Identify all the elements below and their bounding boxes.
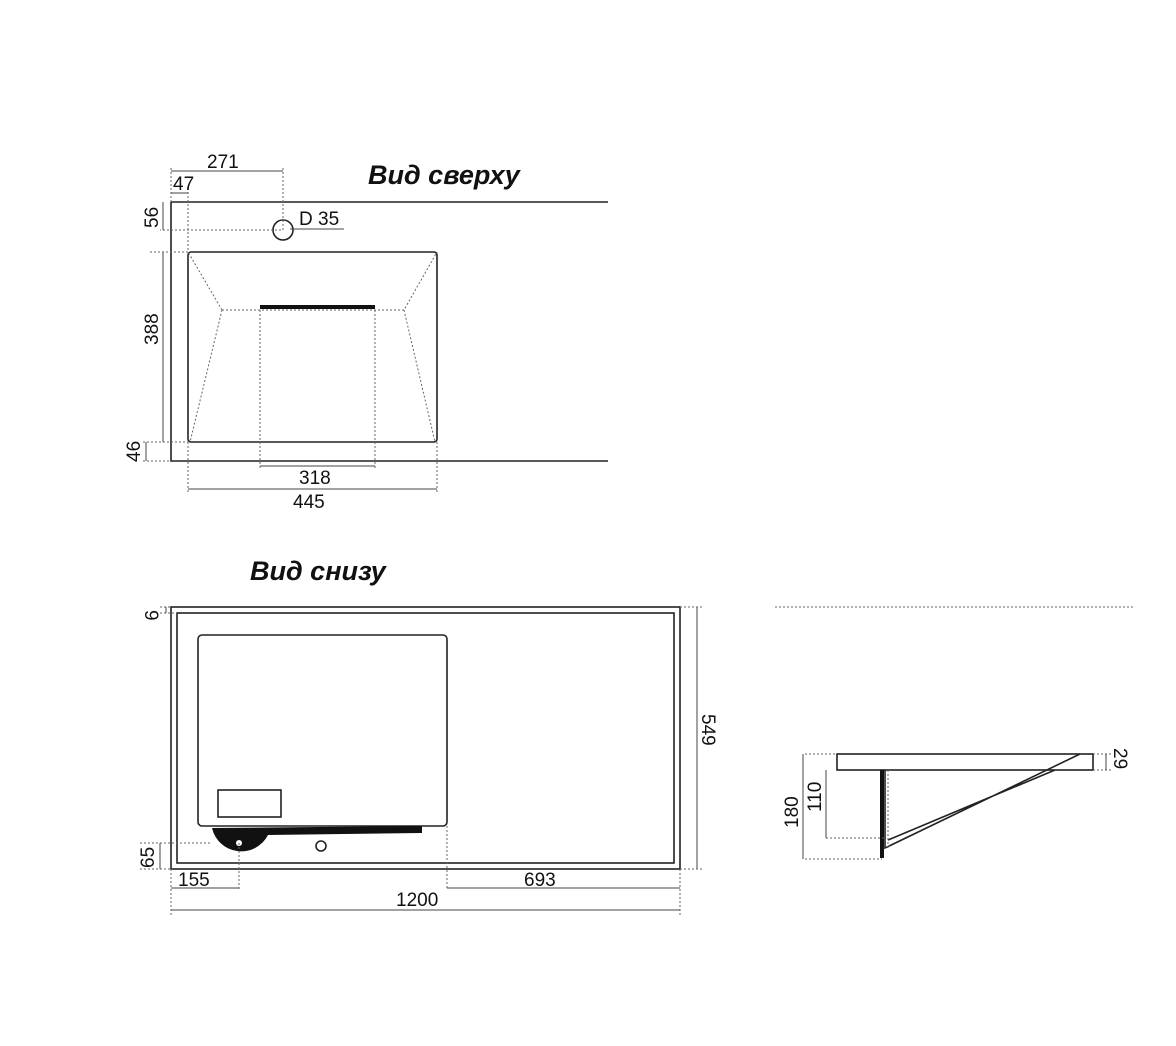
bottom-guides <box>140 606 448 890</box>
bottom-bowl-outline <box>197 634 448 827</box>
bottom-view: Вид снизу 9 549 65 155 693 1200 <box>138 556 718 915</box>
dim-693: 693 <box>524 870 556 891</box>
top-bowl-outer <box>187 251 438 443</box>
bottom-drain-pipe <box>212 826 422 852</box>
top-view: Вид сверху 271 47 56 D 35 388 46 318 445 <box>124 152 608 513</box>
top-countertop-outline <box>170 201 608 462</box>
dim-318: 318 <box>299 468 331 489</box>
bottom-faucet-hole <box>315 840 327 852</box>
bottom-outer-outline <box>170 606 681 870</box>
dim-271: 271 <box>207 152 239 173</box>
dim-9: 9 <box>140 610 161 621</box>
dim-110: 110 <box>805 782 826 812</box>
dim-180: 180 <box>782 796 803 828</box>
dim-46: 46 <box>124 441 145 462</box>
top-drain-guides <box>187 310 438 492</box>
top-view-title: Вид сверху <box>368 160 522 190</box>
dim-445: 445 <box>293 492 325 513</box>
dim-388: 388 <box>142 313 163 345</box>
bottom-inner-outline <box>176 612 675 864</box>
dim-155: 155 <box>178 870 210 891</box>
dim-47: 47 <box>173 174 194 195</box>
top-hole-guides <box>160 168 284 250</box>
dim-1200: 1200 <box>396 890 438 911</box>
side-countertop <box>836 753 1094 771</box>
dim-549: 549 <box>697 714 718 746</box>
dim-hole-diameter: D 35 <box>299 209 339 230</box>
side-guides <box>805 753 1112 860</box>
top-bowl-inner <box>187 251 438 443</box>
dim-ext-549 <box>680 606 704 870</box>
bottom-view-title: Вид снизу <box>250 556 388 586</box>
side-bracket <box>884 753 1081 850</box>
dim-29: 29 <box>1109 748 1130 769</box>
dim-56: 56 <box>142 207 163 228</box>
dim-ext-388 <box>143 251 188 462</box>
bottom-label-plate <box>217 789 282 818</box>
dim-65: 65 <box>138 847 159 868</box>
side-view: 29 180 110 <box>775 606 1135 860</box>
